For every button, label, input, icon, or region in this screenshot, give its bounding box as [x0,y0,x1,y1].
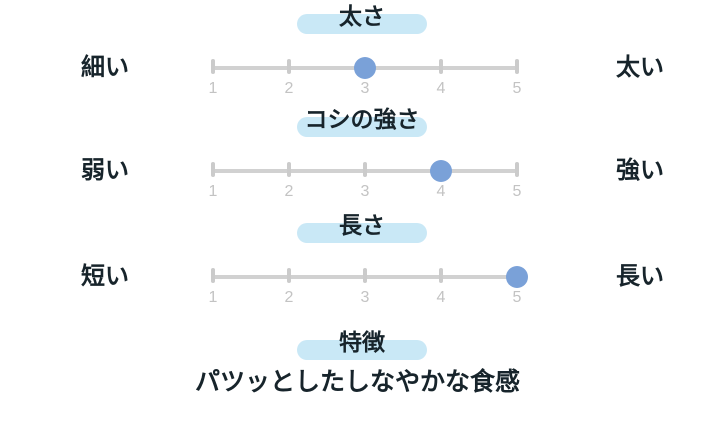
scale-max-label: 長い [616,263,664,290]
tick-label: 1 [208,183,218,200]
tick-label: 2 [284,183,294,200]
tick-label: 2 [284,289,294,306]
scale-section-firmness: コシの強さ 弱い 強い 1 2 3 4 5 [0,105,715,205]
feature-title: 特徴 [339,329,385,355]
tick-label: 3 [360,80,370,97]
title-highlight [297,340,427,360]
title-highlight [297,14,427,34]
title-highlight [297,117,427,137]
slider-tick [287,59,291,74]
scale-max-label: 強い [616,157,664,184]
tick-label: 2 [284,80,294,97]
tick-label: 1 [208,289,218,306]
tick-label: 4 [436,289,446,306]
tick-label: 1 [208,80,218,97]
scale-min-label: 弱い [81,157,129,184]
slider-tick [439,59,443,74]
slider-tick [211,268,215,283]
tick-label: 3 [360,289,370,306]
scale-title-wrap: 長さ [297,211,427,245]
slider-tick [439,268,443,283]
slider-tick [363,162,367,177]
slider-tick [515,162,519,177]
scale-max-label: 太い [616,54,664,81]
title-highlight [297,223,427,243]
scale-title-wrap: 太さ [297,2,427,36]
tick-label: 5 [512,289,522,306]
feature-section: 特徴 [0,328,715,408]
slider-track-area: 1 2 3 4 5 [209,105,521,205]
slider-value-dot [430,160,452,182]
slider-value-dot [506,266,528,288]
scale-title: 長さ [339,212,385,238]
feature-description: パツッとしたしなやかな食感 [194,368,520,396]
tick-label: 4 [436,183,446,200]
scale-title-wrap: コシの強さ [297,105,427,139]
slider-tick [515,59,519,74]
tick-label: 5 [512,183,522,200]
slider-tick [363,268,367,283]
slider-tick [211,162,215,177]
tick-label: 3 [360,183,370,200]
slider-value-dot [354,57,376,79]
slider-track-area: 1 2 3 4 5 [209,211,528,311]
scale-section-length: 長さ 短い 長い 1 2 3 4 5 [0,211,715,311]
tick-label: 4 [436,80,446,97]
slider-track-area: 1 2 3 4 5 [209,2,521,102]
scale-title: 太さ [339,3,385,29]
tick-label: 5 [512,80,522,97]
slider-tick [287,268,291,283]
scale-min-label: 細い [81,54,129,81]
scale-title: コシの強さ [304,106,420,132]
scale-section-thickness: 太さ 細い 太い 1 2 3 4 5 [0,2,715,102]
scale-min-label: 短い [81,263,129,290]
slider-tick [287,162,291,177]
slider-tick [211,59,215,74]
feature-title-wrap: 特徴 [297,328,427,362]
